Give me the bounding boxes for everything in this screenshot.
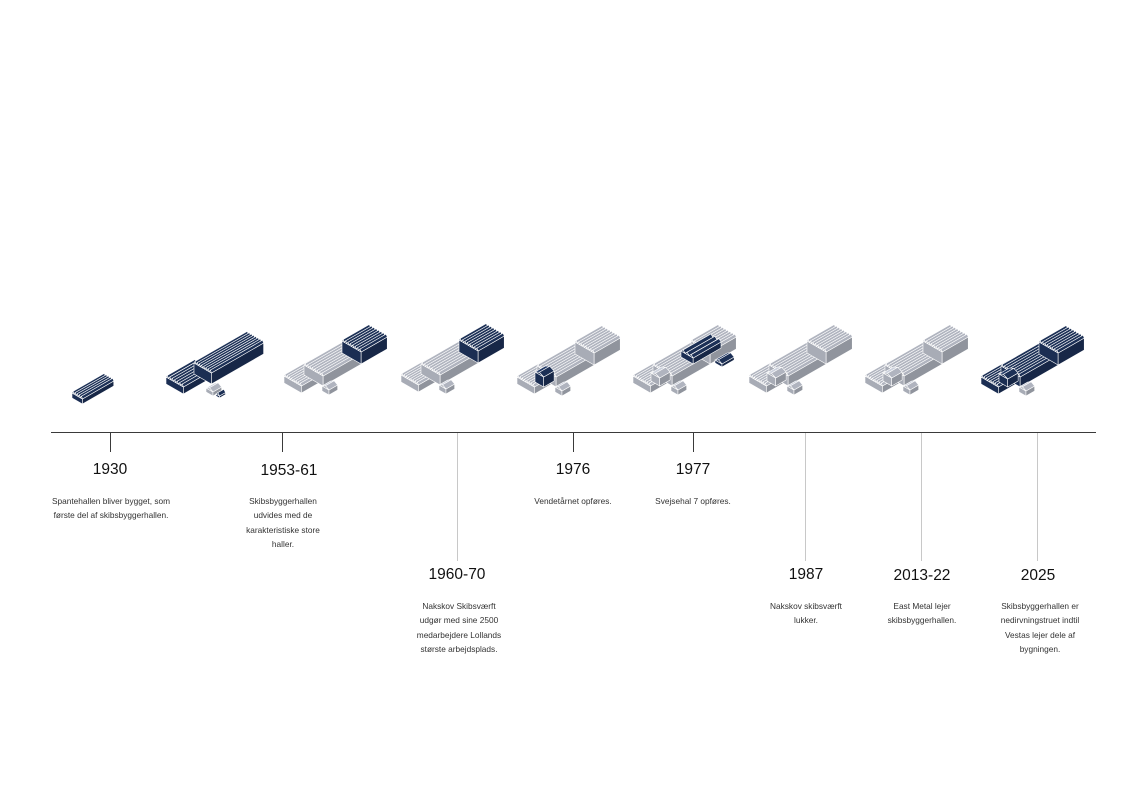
stage-1953-61 — [165, 331, 264, 399]
year-label-1987: 1987 — [788, 566, 824, 583]
description-1960-70: Nakskov Skibsværft udgør med sine 2500 m… — [416, 601, 502, 654]
stage-2013-22 — [864, 324, 969, 396]
stage-1930 — [71, 373, 115, 405]
year-label-1977: 1977 — [675, 461, 711, 478]
timeline-tick-1953-61 — [282, 433, 283, 452]
description-1953-61: Skibsbyggerhallen udvides med de karakte… — [246, 496, 320, 549]
timeline-tick-1987 — [805, 433, 806, 561]
timeline-tick-2025 — [1037, 433, 1038, 561]
description-2025: Skibsbyggerhallen er nedirvningstruet in… — [1000, 601, 1080, 654]
description-1930: Spantehallen bliver bygget, som første d… — [51, 496, 171, 521]
year-label-1976: 1976 — [555, 461, 591, 478]
timeline-tick-1976 — [573, 433, 574, 452]
stage-2025 — [980, 325, 1085, 397]
year-label-1960-70: 1960-70 — [428, 566, 486, 583]
timeline-tick-2013-22 — [921, 433, 922, 561]
timeline-tick-1960-70 — [457, 433, 458, 561]
year-label-2013-22: 2013-22 — [893, 567, 951, 584]
stage-1960-70-a — [283, 324, 388, 396]
description-1976: Vendetårnet opføres. — [534, 496, 612, 506]
year-label-1930: 1930 — [92, 461, 128, 478]
stage-1960-70-b — [400, 323, 505, 395]
stage-1987 — [748, 324, 853, 396]
description-2013-22: East Metal lejer skibsbyggerhallen. — [887, 601, 957, 626]
timeline-tick-1977 — [693, 433, 694, 452]
description-1977: Svejsehal 7 opføres. — [655, 496, 731, 506]
description-1987: Nakskov skibsværft lukker. — [770, 601, 842, 626]
timeline-tick-1930 — [110, 433, 111, 452]
year-label-2025: 2025 — [1020, 567, 1056, 584]
stage-1976 — [516, 325, 621, 397]
stage-1977 — [632, 324, 737, 396]
timeline-axis — [51, 432, 1096, 433]
year-label-1953-61: 1953-61 — [260, 462, 318, 479]
